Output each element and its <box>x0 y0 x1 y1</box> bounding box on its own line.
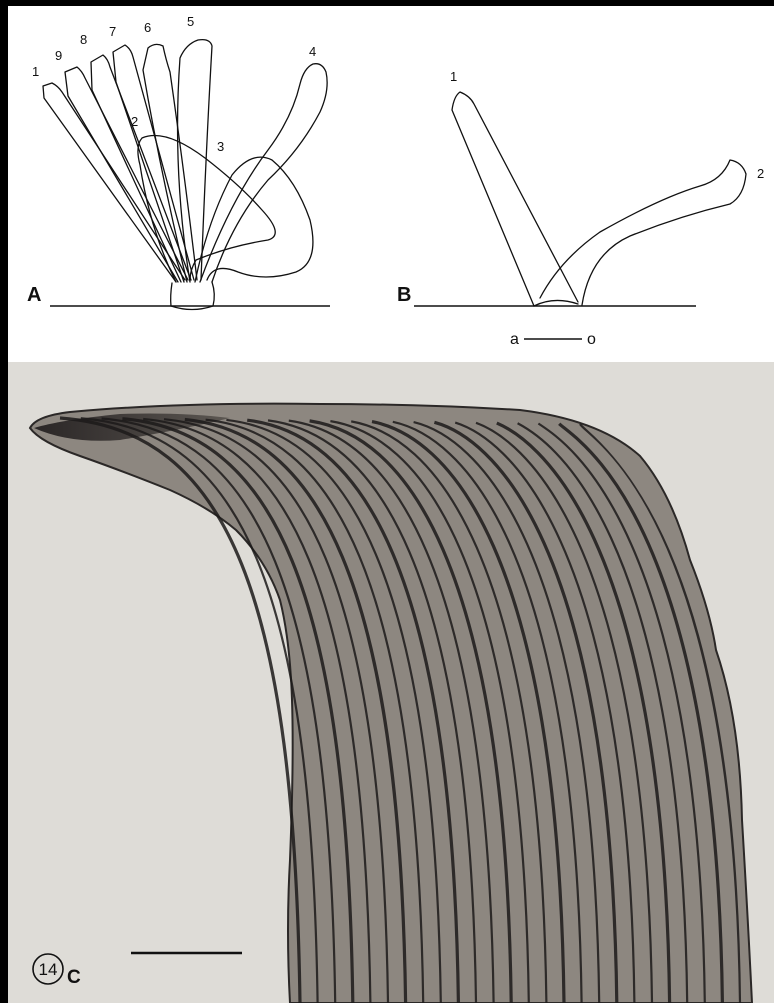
panel-a-label-8: 8 <box>80 32 87 47</box>
panel-a-label-3: 3 <box>217 139 224 154</box>
panel-a-label-2: 2 <box>131 114 138 129</box>
panel-b-label-2: 2 <box>757 166 764 181</box>
panel-a-letter: A <box>27 284 41 306</box>
panel-a-label-9: 9 <box>55 48 62 63</box>
panel-a-label-6: 6 <box>144 20 151 35</box>
figure-number: 14 <box>39 960 58 979</box>
panel-a-label-4: 4 <box>309 44 316 59</box>
panel-b-axis-o: o <box>587 331 596 348</box>
panel-b-axis-a: a <box>510 331 519 348</box>
panel-c <box>8 362 774 1003</box>
panel-a-label-1: 1 <box>32 64 39 79</box>
panel-a-label-7: 7 <box>109 24 116 39</box>
panel-b-label-1: 1 <box>450 69 457 84</box>
panel-c-letter: C <box>67 967 81 988</box>
panel-a-label-5: 5 <box>187 14 194 29</box>
panel-b-letter: B <box>397 284 411 306</box>
